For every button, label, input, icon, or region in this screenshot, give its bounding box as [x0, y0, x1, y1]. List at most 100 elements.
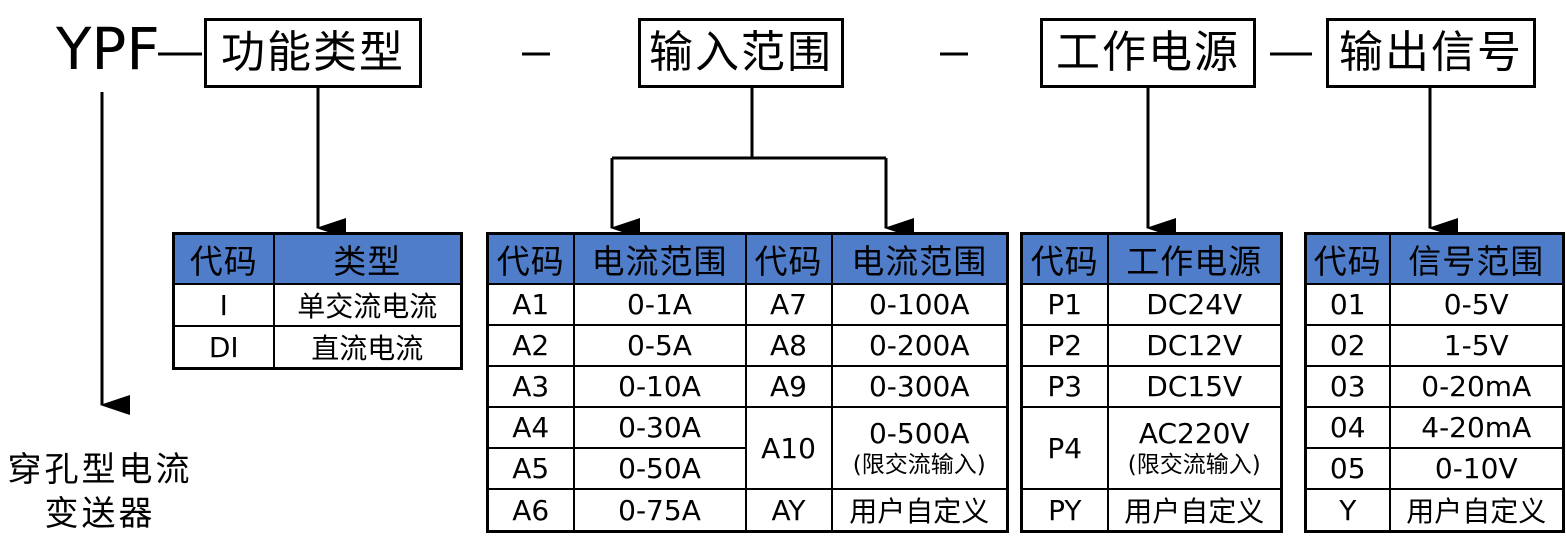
- output-signal-table: 代码 信号范围 01 0-5V 02 1-5V 03 0-20mA 04 4-2…: [1304, 232, 1565, 533]
- power-supply-label: 工作电源: [1056, 27, 1240, 78]
- value-text: 0-500A: [868, 417, 970, 450]
- header-code: 代码: [172, 232, 275, 285]
- table-header-row: 代码 电流范围 代码 电流范围: [486, 232, 1009, 285]
- power-supply-box: 工作电源: [1040, 18, 1256, 88]
- table-row: I 单交流电流: [172, 283, 463, 327]
- caption-line-1: 穿孔型电流: [7, 450, 193, 490]
- value-cell: 1-5V: [1388, 324, 1565, 367]
- code-cell: P3: [1020, 365, 1109, 408]
- value-cell: 0-5V: [1388, 283, 1565, 326]
- value-cell: 0-30A: [572, 406, 747, 449]
- header-current-range: 电流范围: [572, 232, 747, 285]
- model-prefix: YPF: [56, 15, 160, 83]
- table-row: P2 DC12V: [1020, 324, 1283, 367]
- table-header-row: 代码 信号范围: [1304, 232, 1565, 285]
- value-cell: 0-200A: [830, 324, 1009, 367]
- value-cell: 0-300A: [830, 365, 1009, 408]
- table-header-row: 代码 类型: [172, 232, 463, 285]
- code-cell: A2: [486, 324, 575, 367]
- table-row: A5 0-50A: [486, 447, 1008, 490]
- code-cell: A5: [486, 447, 575, 490]
- value-cell: 0-1A: [572, 283, 747, 326]
- table-row: P4 AC220V (限交流输入): [1020, 406, 1283, 490]
- input-range-table: 代码 电流范围 代码 电流范围 A1 0-1A A7 0-100A A2 0-5…: [486, 232, 1009, 533]
- value-cell: 用户自定义: [1388, 488, 1565, 533]
- value-text: AC220V: [1138, 417, 1250, 450]
- code-cell: AY: [744, 488, 833, 533]
- value-cell: DC24V: [1106, 283, 1283, 326]
- table-row: A4 0-30A A10 0-500A (限交流输入): [486, 406, 1009, 490]
- code-cell: A1: [486, 283, 575, 326]
- header-type: 类型: [272, 232, 463, 285]
- code-cell: 03: [1304, 365, 1391, 408]
- value-cell: 用户自定义: [830, 488, 1009, 533]
- value-cell: 0-10V: [1388, 447, 1565, 490]
- product-caption: 穿孔型电流 变送器: [0, 448, 200, 536]
- header-code: 代码: [744, 232, 833, 285]
- code-cell: I: [172, 283, 275, 327]
- value-cell: 4-20mA: [1388, 406, 1565, 449]
- note-text: (限交流输入): [1127, 452, 1261, 478]
- header-code: 代码: [486, 232, 575, 285]
- output-signal-label: 输出信号: [1339, 27, 1523, 78]
- value-cell: 0-75A: [572, 488, 747, 533]
- value-cell-with-note: AC220V (限交流输入): [1106, 406, 1283, 490]
- power-supply-table: 代码 工作电源 P1 DC24V P2 DC12V P3 DC15V P4 AC…: [1020, 232, 1283, 533]
- caption-line-2: 变送器: [44, 494, 156, 534]
- value-cell: 单交流电流: [272, 283, 463, 327]
- input-range-label: 输入范围: [649, 27, 833, 78]
- table-header-row: 代码 工作电源: [1020, 232, 1283, 285]
- code-cell: A8: [744, 324, 833, 367]
- function-type-label: 功能类型: [221, 27, 405, 78]
- function-type-table: 代码 类型 I 单交流电流 DI 直流电流: [172, 232, 463, 370]
- table-row: A3 0-10A A9 0-300A: [486, 365, 1009, 408]
- table-row: 05 0-10V: [1304, 447, 1565, 490]
- header-code: 代码: [1304, 232, 1391, 285]
- function-type-box: 功能类型: [204, 18, 422, 88]
- table-row: DI 直流电流: [172, 325, 463, 370]
- code-cell: 02: [1304, 324, 1391, 367]
- table-row: Y 用户自定义: [1304, 488, 1565, 533]
- input-range-box: 输入范围: [638, 18, 844, 88]
- value-cell: 0-10A: [572, 365, 747, 408]
- value-cell: 0-20mA: [1388, 365, 1565, 408]
- output-signal-box: 输出信号: [1326, 18, 1536, 88]
- table-row: 01 0-5V: [1304, 283, 1565, 326]
- table-row: 03 0-20mA: [1304, 365, 1565, 408]
- table-row: PY 用户自定义: [1020, 488, 1283, 533]
- code-cell: A10: [744, 406, 833, 490]
- table-row: P3 DC15V: [1020, 365, 1283, 408]
- table-row: A2 0-5A A8 0-200A: [486, 324, 1009, 367]
- code-cell: 05: [1304, 447, 1391, 490]
- value-cell-with-note: 0-500A (限交流输入): [830, 406, 1009, 490]
- code-cell: PY: [1020, 488, 1109, 533]
- code-cell: 01: [1304, 283, 1391, 326]
- code-cell: A9: [744, 365, 833, 408]
- table-row: 04 4-20mA: [1304, 406, 1565, 449]
- code-cell: DI: [172, 325, 275, 370]
- header-code: 代码: [1020, 232, 1109, 285]
- code-cell: A6: [486, 488, 575, 533]
- code-cell: P1: [1020, 283, 1109, 326]
- code-cell: 04: [1304, 406, 1391, 449]
- header-power: 工作电源: [1106, 232, 1283, 285]
- code-cell: A4: [486, 406, 575, 449]
- table-row: 02 1-5V: [1304, 324, 1565, 367]
- table-row: A6 0-75A AY 用户自定义: [486, 488, 1009, 533]
- note-text: (限交流输入): [852, 452, 986, 478]
- value-cell: DC15V: [1106, 365, 1283, 408]
- header-signal-range: 信号范围: [1388, 232, 1565, 285]
- header-current-range: 电流范围: [830, 232, 1009, 285]
- value-cell: 0-50A: [572, 447, 747, 490]
- table-row: P1 DC24V: [1020, 283, 1283, 326]
- code-cell: P2: [1020, 324, 1109, 367]
- value-cell: 直流电流: [272, 325, 463, 370]
- code-cell: P4: [1020, 406, 1109, 490]
- value-cell: 0-100A: [830, 283, 1009, 326]
- code-cell: Y: [1304, 488, 1391, 533]
- code-cell: A7: [744, 283, 833, 326]
- code-cell: A3: [486, 365, 575, 408]
- table-row: A1 0-1A A7 0-100A: [486, 283, 1009, 326]
- value-cell: DC12V: [1106, 324, 1283, 367]
